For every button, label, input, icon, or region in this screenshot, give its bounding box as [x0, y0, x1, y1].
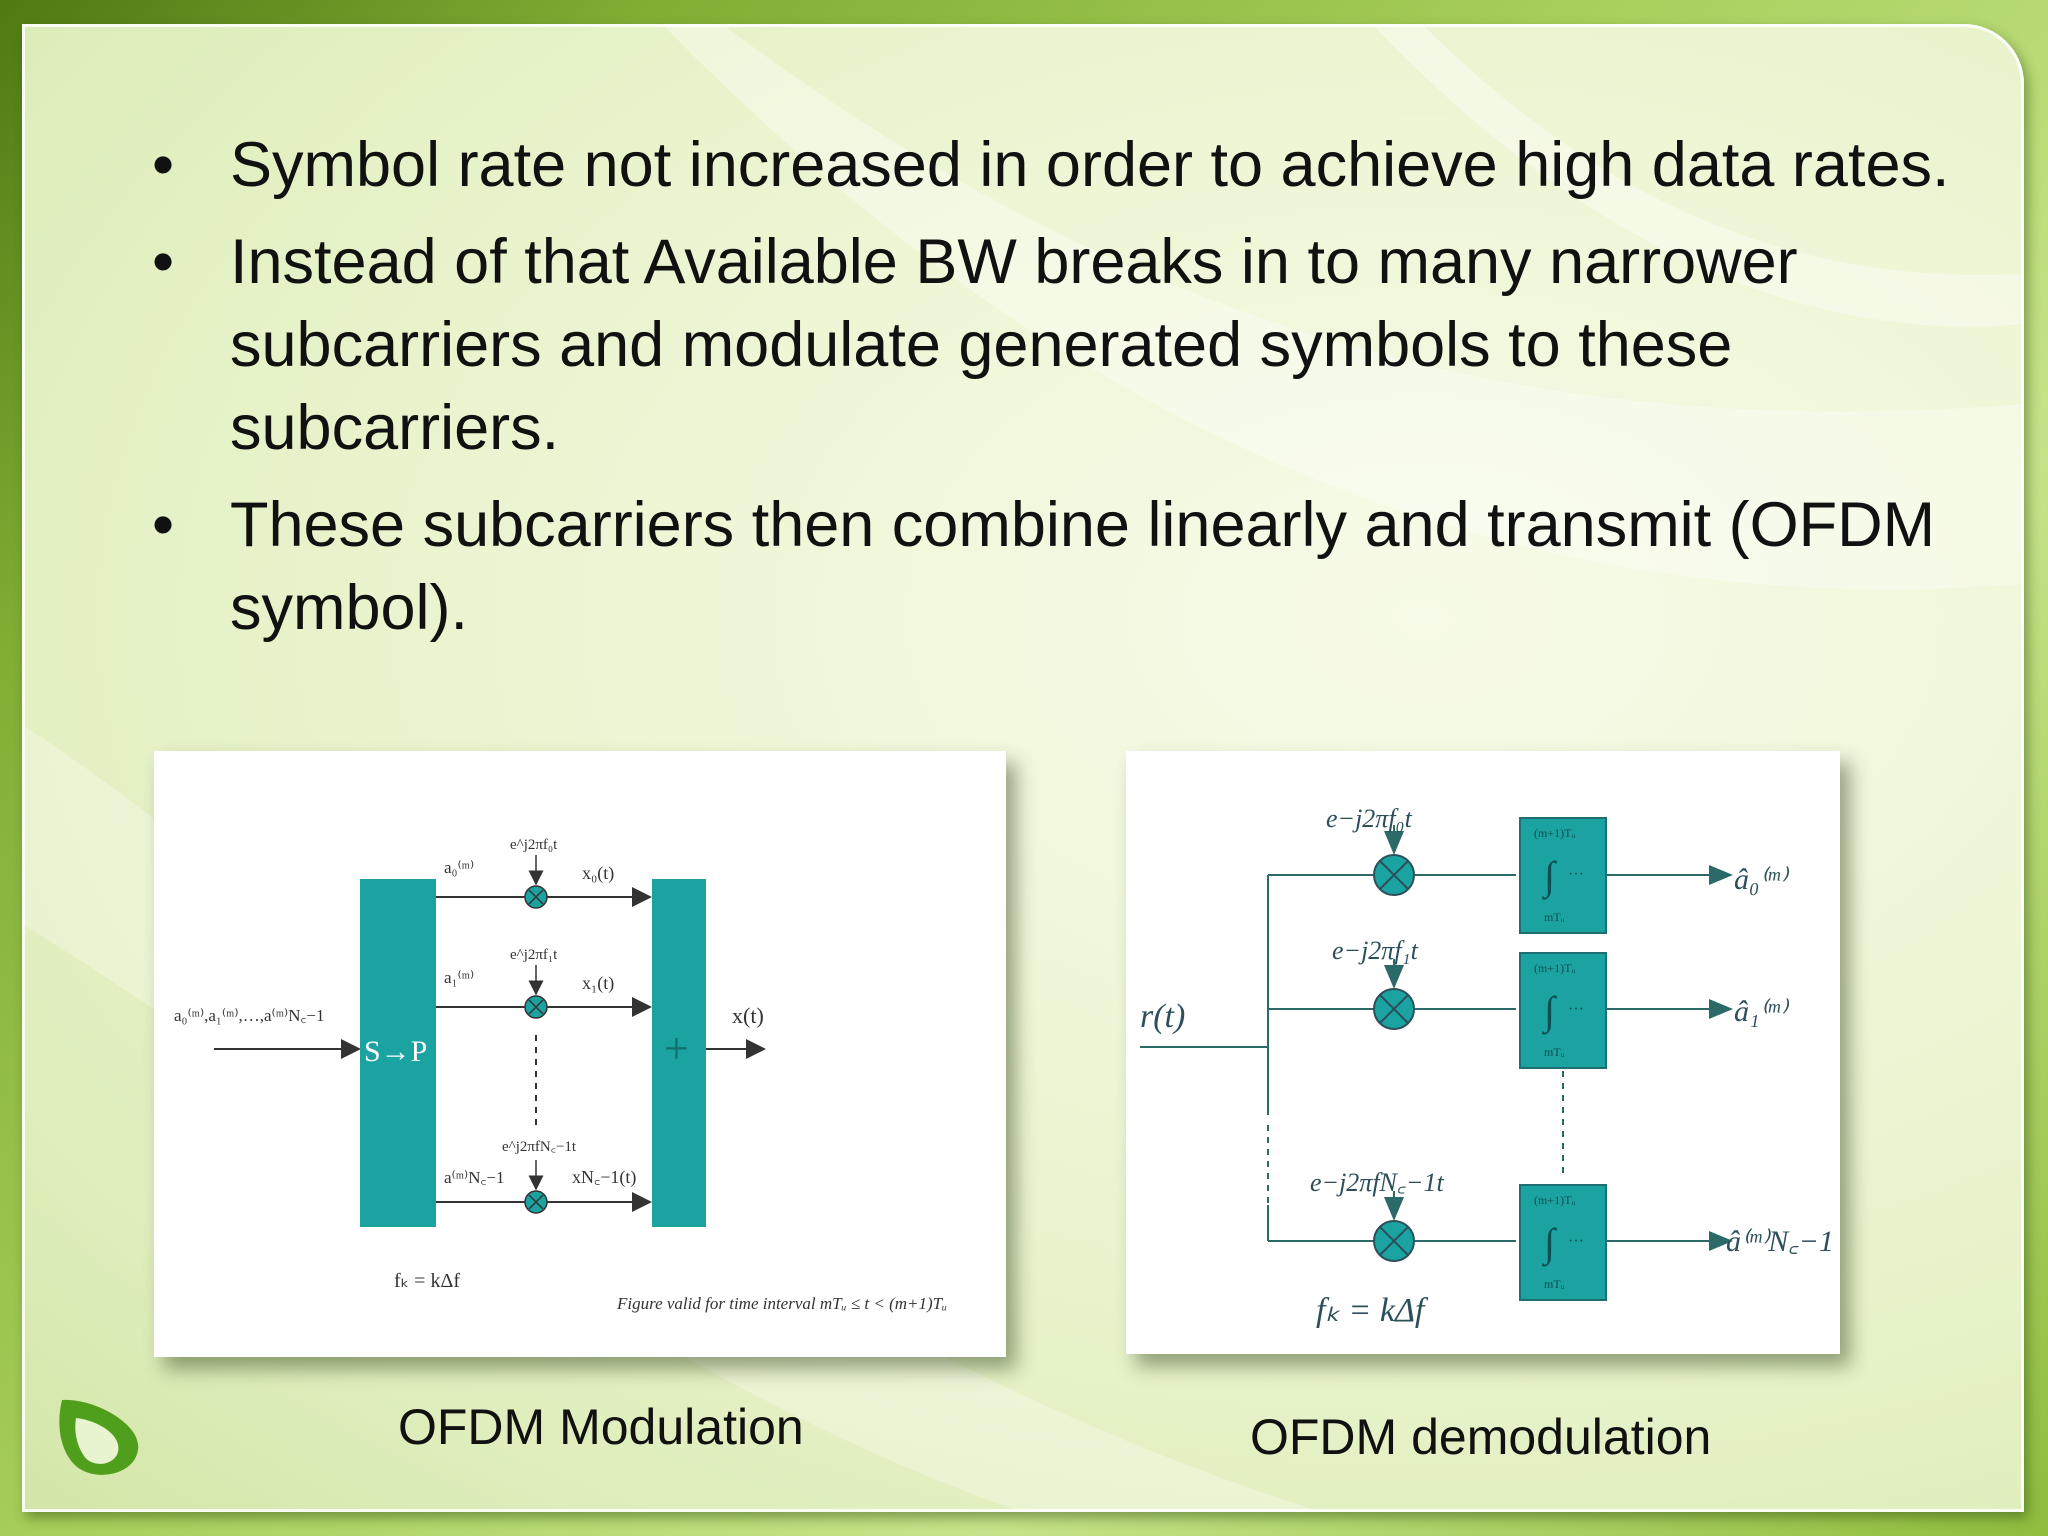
branch-carrier: e−j2πf₀t [1326, 804, 1413, 833]
integ-dots: ··· [1568, 866, 1584, 883]
branch-output: â⁽ᵐ⁾N꜀−1 [1726, 1225, 1834, 1258]
integ-bottom: mTᵤ [1544, 910, 1565, 924]
branch-output: â₁⁽ᵐ⁾ [1734, 995, 1789, 1028]
integ-top: (m+1)Tᵤ [1534, 961, 1575, 975]
bullet-item: • Instead of that Available BW breaks in … [152, 221, 1972, 470]
integrator-block [1519, 1184, 1607, 1301]
branch-symbol: a⁽ᵐ⁾N꜀−1 [444, 1168, 504, 1187]
sum-label: + [664, 1024, 689, 1073]
integ-sign: ∫ [1541, 988, 1558, 1035]
modulation-caption: OFDM Modulation [398, 1399, 804, 1455]
mod-input-label: a₀⁽ᵐ⁾,a₁⁽ᵐ⁾,…,a⁽ᵐ⁾N꜀−1 [174, 1006, 324, 1025]
sum-block [652, 879, 706, 1227]
multiplier-cross [528, 1194, 544, 1210]
bullet-text: Symbol rate not increased in order to ac… [230, 130, 1950, 200]
demod-input-label: r(t) [1140, 998, 1185, 1035]
branch-carrier: e^j2πf₁t [510, 947, 558, 963]
multiplier-cross [1379, 1226, 1409, 1256]
multiplier-cross [528, 999, 544, 1015]
sp-label: S→P [364, 1035, 427, 1068]
mod-freq-eq: fₖ = kΔf [394, 1270, 460, 1292]
bullet-list: • Symbol rate not increased in order to a… [152, 124, 1972, 664]
background-swoosh [22, 24, 2024, 1512]
branch-carrier: e^j2πf₀t [510, 837, 558, 853]
branch-output: x₀(t) [582, 863, 614, 884]
demodulation-caption: OFDM demodulation [1250, 1409, 1712, 1465]
integ-sign: ∫ [1541, 853, 1558, 900]
branch-carrier: e^j2πfN꜀−1t [502, 1139, 577, 1155]
bullet-dot: • [152, 490, 175, 560]
branch-output: â₀⁽ᵐ⁾ [1734, 863, 1789, 896]
integ-top: (m+1)Tᵤ [1534, 826, 1575, 840]
branch-carrier: e−j2πf₁t [1332, 936, 1419, 965]
sp-block [360, 879, 436, 1227]
branch-symbol: a₀⁽ᵐ⁾ [444, 858, 474, 877]
demod-freq-eq: fₖ = kΔf [1316, 1292, 1429, 1329]
branch-symbol: a₁⁽ᵐ⁾ [444, 968, 474, 987]
swoosh-logo-icon [59, 1399, 139, 1475]
branch-output: xN꜀−1(t) [572, 1167, 636, 1188]
bullet-item: • Symbol rate not increased in order to a… [152, 124, 1972, 207]
bullet-item: • These subcarriers then combine linearly… [152, 484, 1972, 650]
integ-dots: ··· [1568, 1233, 1584, 1250]
mod-output-label: x(t) [732, 1003, 764, 1028]
integrator-block [1519, 952, 1607, 1069]
ofdm-demodulation-figure: r(t) e−j2πf₀t (m+1)Tᵤ ∫ ··· mTᵤ â₀⁽ᵐ⁾ e−… [1126, 751, 1840, 1354]
bullet-text: These subcarriers then combine linearly … [230, 490, 1936, 643]
integ-bottom: mTᵤ [1544, 1277, 1565, 1291]
mod-note: Figure valid for time interval mTᵤ ≤ t <… [616, 1294, 947, 1313]
branch-output: x₁(t) [582, 973, 614, 994]
multiplier-cross [528, 889, 544, 905]
branch-carrier: e−j2πfN꜀−1t [1310, 1168, 1444, 1197]
bullet-text: Instead of that Available BW breaks in t… [230, 227, 1798, 463]
integ-top: (m+1)Tᵤ [1534, 1193, 1575, 1207]
integ-dots: ··· [1568, 1001, 1584, 1018]
integ-bottom: mTᵤ [1544, 1045, 1565, 1059]
multiplier-cross [1379, 994, 1409, 1024]
bullet-dot: • [152, 130, 175, 200]
multiplier-cross [1379, 860, 1409, 890]
bullet-dot: • [152, 227, 175, 297]
integrator-block [1519, 817, 1607, 934]
demodulation-diagram: r(t) e−j2πf₀t (m+1)Tᵤ ∫ ··· mTᵤ â₀⁽ᵐ⁾ e−… [1140, 804, 1834, 1329]
modulation-diagram: a₀⁽ᵐ⁾,a₁⁽ᵐ⁾,…,a⁽ᵐ⁾N꜀−1 S→P + x(t) a₀⁽ᵐ⁾ … [174, 837, 947, 1313]
ofdm-modulation-figure: a₀⁽ᵐ⁾,a₁⁽ᵐ⁾,…,a⁽ᵐ⁾N꜀−1 S→P + x(t) a₀⁽ᵐ⁾ … [154, 751, 1006, 1357]
integ-sign: ∫ [1541, 1220, 1558, 1267]
